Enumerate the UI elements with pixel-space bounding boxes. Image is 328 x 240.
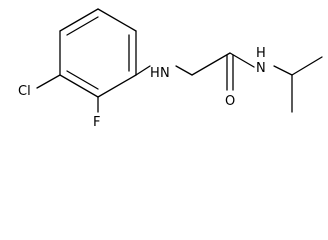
ring-double-bond bbox=[66, 16, 99, 36]
ring-bond bbox=[59, 74, 99, 98]
ring-bond bbox=[59, 8, 99, 32]
amine-nitrogen-label: N bbox=[160, 66, 170, 81]
ring-bond bbox=[97, 8, 137, 32]
chlorine-label: Cl bbox=[18, 84, 31, 99]
fluorine-label: F bbox=[93, 115, 100, 130]
amine-hydrogen-label: H bbox=[150, 66, 160, 81]
structure-diagram: Cl F H N O H N bbox=[18, 8, 323, 130]
benzene-ring bbox=[59, 8, 137, 98]
amide-hydrogen-label: H bbox=[256, 46, 266, 61]
isopropyl-methyl-bond bbox=[291, 56, 323, 76]
n-ch-bond bbox=[273, 65, 293, 76]
ring-bond bbox=[97, 74, 137, 98]
amide-nitrogen-label: N bbox=[256, 61, 266, 76]
ring-double-bond bbox=[66, 70, 99, 90]
n-ch2-bond bbox=[175, 65, 193, 76]
oxygen-label: O bbox=[225, 94, 235, 109]
carbonyl-n-bond bbox=[229, 52, 255, 68]
ch2-carbonyl-bond bbox=[191, 52, 231, 76]
cl-bond bbox=[36, 74, 61, 89]
aryl-n-bond bbox=[135, 65, 151, 76]
